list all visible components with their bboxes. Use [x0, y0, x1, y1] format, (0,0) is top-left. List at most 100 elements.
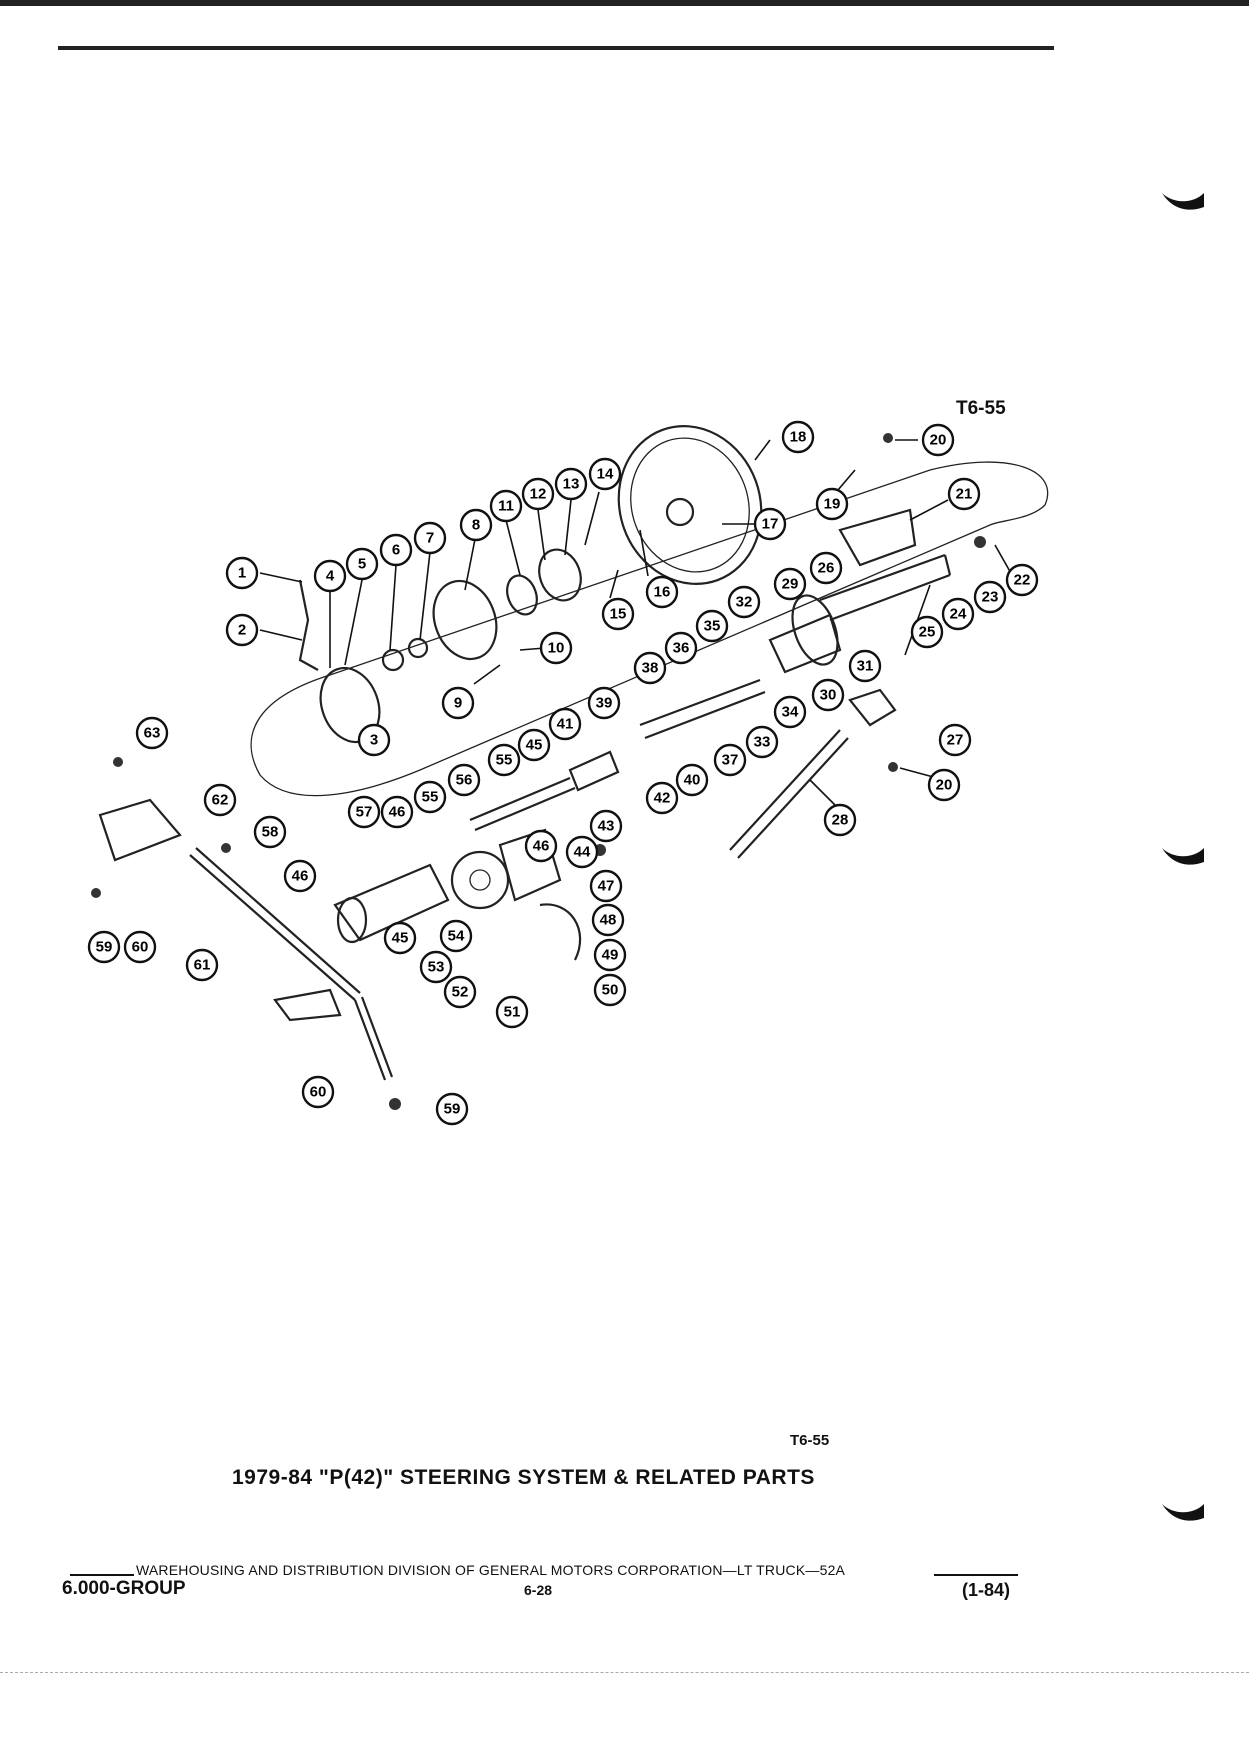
leader-lines: [259, 439, 1013, 811]
figure-caption: 1979-84 "P(42)" STEERING SYSTEM & RELATE…: [232, 1466, 815, 1489]
fasteners: [91, 433, 986, 1110]
pump-pulley-hub: [469, 869, 491, 891]
svg-text:50: 50: [602, 982, 619, 999]
svg-text:20: 20: [930, 432, 947, 449]
svg-text:20: 20: [936, 777, 953, 794]
steering-wheel-inner: [630, 437, 750, 573]
callout-47: 47: [589, 869, 623, 903]
footer-division-line: WAREHOUSING AND DISTRIBUTION DIVISION OF…: [136, 1562, 846, 1578]
column-outline: [250, 461, 1049, 797]
scan-edge: [0, 1672, 1249, 1675]
figure-code-top: T6-55: [956, 398, 1006, 419]
svg-text:60: 60: [310, 1084, 327, 1101]
svg-text:31: 31: [857, 658, 874, 675]
pump-pulley: [450, 850, 510, 910]
svg-text:22: 22: [1014, 572, 1031, 589]
callout-3: 3: [357, 723, 391, 757]
svg-text:21: 21: [956, 486, 973, 503]
callout-31: 31: [848, 649, 882, 683]
svg-text:52: 52: [452, 984, 469, 1001]
callout-17: 17: [753, 507, 787, 541]
callout-37: 37: [713, 743, 747, 777]
callout-34: 34: [773, 695, 807, 729]
callout-29: 29: [773, 567, 807, 601]
svg-text:51: 51: [504, 1004, 521, 1021]
svg-text:57: 57: [356, 804, 373, 821]
svg-text:15: 15: [610, 606, 627, 623]
callout-11: 11: [489, 489, 523, 523]
binder-mark-top: [1162, 193, 1204, 210]
svg-text:2: 2: [238, 622, 246, 639]
column-flange: [791, 594, 839, 666]
callout-54: 54: [439, 919, 473, 953]
callout-41: 41: [548, 707, 582, 741]
callout-20-top: 20: [921, 423, 955, 457]
svg-text:7: 7: [426, 530, 434, 547]
tie-rod: [189, 847, 361, 1001]
steering-wheel: [617, 425, 763, 585]
svg-text:56: 56: [456, 772, 473, 789]
callout-19: 19: [815, 487, 849, 521]
svg-text:9: 9: [454, 695, 462, 712]
svg-text:55: 55: [422, 789, 439, 806]
callout-22: 22: [1005, 563, 1039, 597]
page-number: 6-28: [524, 1582, 553, 1598]
callout-10: 10: [539, 631, 573, 665]
callout-20-bottom: 20: [927, 768, 961, 802]
svg-text:5: 5: [358, 556, 366, 573]
svg-text:3: 3: [370, 732, 378, 749]
callout-57: 57: [347, 795, 381, 829]
callout-55-top: 55: [487, 743, 521, 777]
svg-text:1: 1: [238, 565, 246, 582]
svg-text:46: 46: [389, 804, 406, 821]
svg-text:18: 18: [790, 429, 807, 446]
housing-cover: [432, 579, 498, 661]
svg-text:55: 55: [496, 752, 513, 769]
svg-text:25: 25: [919, 624, 936, 641]
svg-text:32: 32: [736, 594, 753, 611]
header-rule: [58, 46, 1054, 50]
svg-text:14: 14: [597, 466, 614, 483]
callout-9: 9: [441, 686, 475, 720]
intermediate-shaft: [469, 776, 576, 832]
svg-text:17: 17: [762, 516, 779, 533]
binder-mark-bottom: [1162, 1504, 1204, 1521]
bearing-ring: [381, 648, 405, 672]
group-number: 6.000-GROUP: [62, 1578, 186, 1599]
callout-38: 38: [633, 651, 667, 685]
steering-arm: [273, 988, 342, 1022]
upper-bracket: [838, 508, 917, 567]
callout-12: 12: [521, 477, 555, 511]
lower-shaft: [639, 678, 766, 740]
footer-rule-left: [70, 1574, 134, 1576]
spacer-ring: [407, 637, 429, 659]
svg-text:42: 42: [654, 790, 671, 807]
cancel-cam: [506, 574, 538, 616]
callout-16: 16: [645, 575, 679, 609]
callout-62: 62: [203, 783, 237, 817]
gear-end: [336, 896, 368, 944]
svg-text:47: 47: [598, 878, 615, 895]
lock-plate: [538, 548, 582, 602]
date-code: (1-84): [962, 1580, 1011, 1600]
callout-40: 40: [675, 763, 709, 797]
callout-26: 26: [809, 551, 843, 585]
svg-text:12: 12: [530, 486, 547, 503]
callout-45-top: 45: [517, 728, 551, 762]
svg-text:60: 60: [132, 939, 149, 956]
svg-text:24: 24: [950, 606, 967, 623]
svg-text:54: 54: [448, 928, 465, 945]
pump-bracket: [539, 903, 582, 961]
callout-45-bottom: 45: [383, 921, 417, 955]
callout-58: 58: [253, 815, 287, 849]
svg-text:11: 11: [498, 498, 514, 515]
callout-60-bottom: 60: [301, 1075, 335, 1109]
callout-2: 2: [225, 613, 259, 647]
svg-text:44: 44: [574, 844, 591, 861]
footer-rule-right: [934, 1574, 1018, 1576]
callout-39: 39: [587, 686, 621, 720]
flex-coupling: [568, 750, 620, 792]
callout-52: 52: [443, 975, 477, 1009]
callout-35: 35: [695, 609, 729, 643]
